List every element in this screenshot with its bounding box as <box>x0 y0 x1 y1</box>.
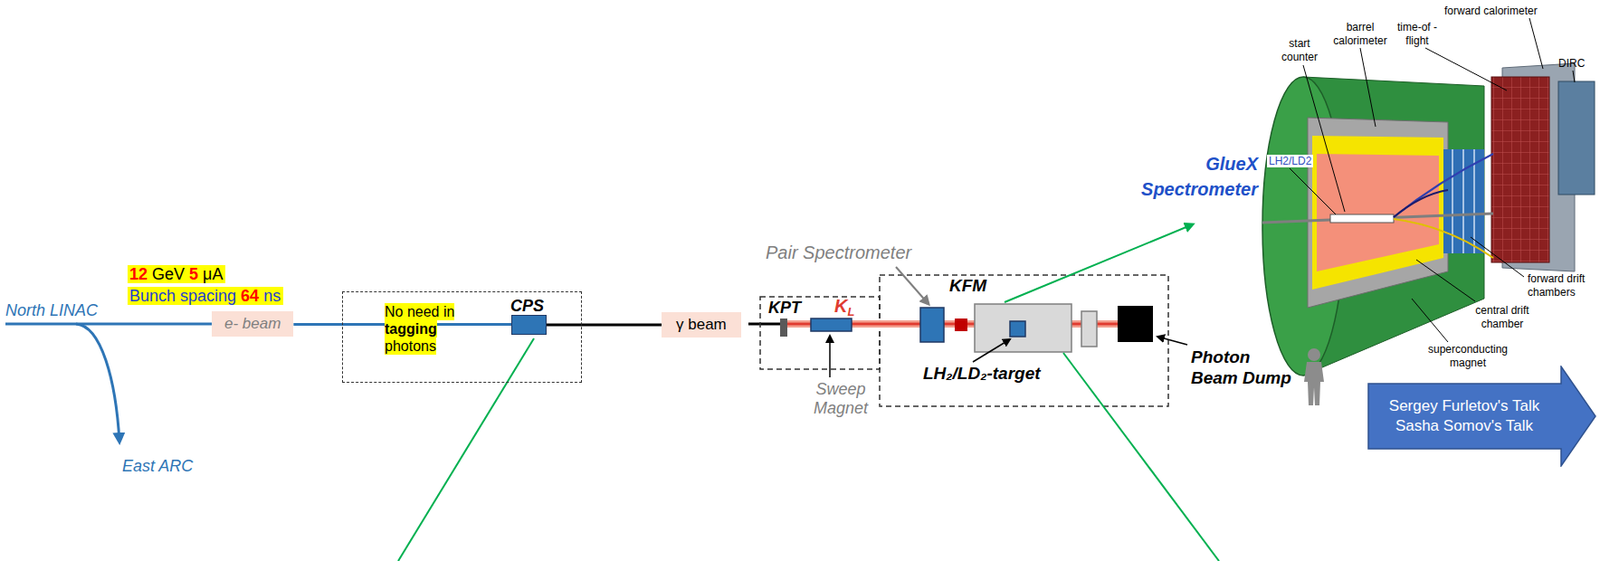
part-name: KFM <box>949 276 987 296</box>
node-text: CPS <box>510 296 544 315</box>
label-group: barrel calorimeter <box>1326 19 1394 48</box>
bunch-spacing: Bunch spacing <box>127 286 239 305</box>
part-name: Pair Spectrometer <box>765 242 912 263</box>
part-name: Photon Beam Dump <box>1190 347 1292 388</box>
part-name: LH2/LD2 <box>1266 154 1314 168</box>
unit: GeV <box>150 265 188 284</box>
photon-beam-dump <box>1117 305 1153 343</box>
label-group: time-of -flight <box>1393 19 1441 48</box>
part-name: superconducting magnet <box>1428 342 1508 370</box>
talk-arrow: Sergey Furletov's TalkSasha Somov's Talk <box>1367 365 1598 467</box>
node-text: γ beam <box>676 315 727 334</box>
gluex-detector <box>1262 63 1595 406</box>
label-group: North LINAC <box>5 301 98 321</box>
sweep-magnet <box>810 318 852 332</box>
label-group: central drift chamber <box>1464 303 1541 331</box>
kpt-enclosure <box>760 296 880 370</box>
part-name: barrel calorimeter <box>1333 20 1387 48</box>
label-group: forward drift chambers <box>1527 271 1597 299</box>
beam-energy: 12 <box>127 265 151 284</box>
spectrometer-box <box>974 304 1072 353</box>
beam-tag: e- beam <box>211 311 294 337</box>
node-text: Sasha Somov's Talk <box>1395 416 1534 437</box>
label-group: Sweep Magnet <box>808 380 874 419</box>
leader-line <box>895 266 929 305</box>
label-group: KL <box>834 296 855 322</box>
red-target <box>954 318 968 332</box>
unit: μA <box>200 265 226 284</box>
lh2-target <box>1009 321 1026 337</box>
electron-beamline <box>5 323 214 442</box>
leader-line <box>828 335 831 378</box>
part-name: forward drift chambers <box>1527 272 1585 299</box>
accelerator-name: East ARC <box>122 457 193 476</box>
part-name: LH₂/LD₂-target <box>923 363 1041 383</box>
part-name: Sweep Magnet <box>813 380 868 418</box>
node-text: tagging <box>384 320 438 338</box>
label-group: Photon Beam Dump <box>1190 347 1293 390</box>
label-group: East ARC <box>122 457 193 477</box>
part-name: DIRC <box>1558 57 1585 70</box>
label-group: 12GeV5μA <box>127 264 226 286</box>
label-group: start counter <box>1276 36 1324 64</box>
label-group: LH₂/LD₂-target <box>923 363 1041 385</box>
unit: ns <box>261 286 284 305</box>
label-group: GlueX Spectrometer <box>1131 152 1258 203</box>
leader-line <box>1157 336 1188 345</box>
label-group: KFM <box>949 276 987 296</box>
converter-box: CPS <box>511 314 547 335</box>
photon-beamline <box>748 323 781 326</box>
beam-current: 5 <box>187 265 201 284</box>
part-name: start counter <box>1281 37 1318 64</box>
arrow-shape <box>1367 365 1598 467</box>
part-name: central drift chamber <box>1475 304 1529 331</box>
node-text: No need in <box>384 303 455 321</box>
beam-name: K <box>834 295 848 316</box>
label-group: Pair Spectrometer <box>765 242 912 265</box>
label-group: LH2/LD2 <box>1266 153 1314 168</box>
kpt-target <box>780 318 788 337</box>
callout-line <box>1004 224 1193 303</box>
spacing-value: 64 <box>238 286 262 305</box>
part-name: forward calorimeter <box>1444 4 1538 18</box>
label-group: forward calorimeter <box>1444 3 1538 18</box>
label-group: superconducting magnet <box>1420 342 1515 370</box>
beam-connector <box>546 323 662 327</box>
absorber <box>1081 311 1097 347</box>
detector-title: GlueX Spectrometer <box>1141 153 1258 200</box>
leader-line <box>972 339 1010 362</box>
kfm-detector <box>920 307 944 343</box>
part-name: time-of -flight <box>1397 20 1438 48</box>
label-group: DIRC <box>1558 56 1585 70</box>
node-text: e- beam <box>224 314 281 333</box>
label-group: Bunch spacing64ns <box>127 285 284 307</box>
beam-subscript: L <box>847 304 855 319</box>
callout-line <box>398 338 534 561</box>
beam-tag: γ beam <box>661 312 742 338</box>
node-text: Sergey Furletov's Talk <box>1389 396 1540 417</box>
accelerator-name: North LINAC <box>5 301 98 320</box>
dashed-region: No need intaggingphotons CPS <box>342 291 582 383</box>
node-text: photons <box>384 337 437 355</box>
part-name: KPT <box>768 298 801 317</box>
label-group: KPT <box>768 299 801 317</box>
